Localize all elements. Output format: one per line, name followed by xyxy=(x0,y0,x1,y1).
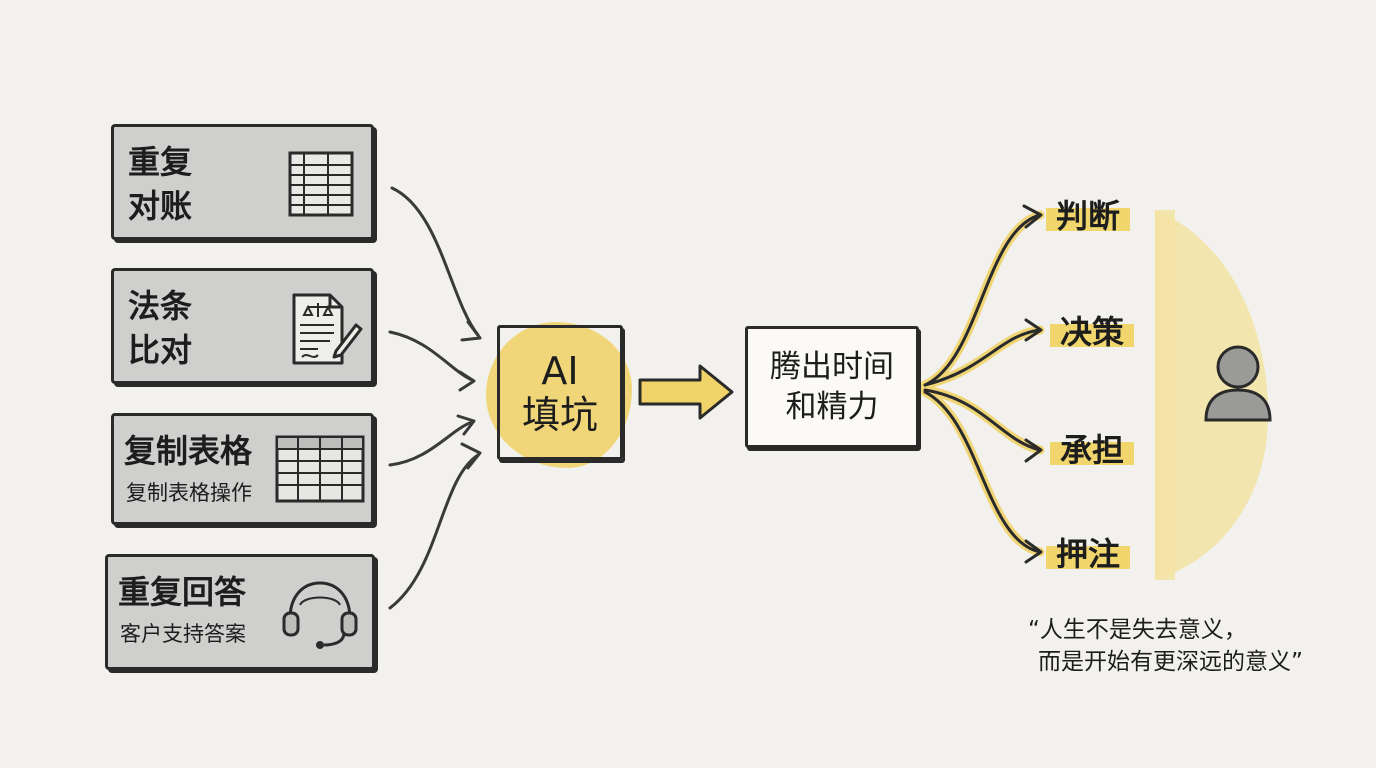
freed-time-label: 腾出时间 和精力 xyxy=(770,349,894,425)
spreadsheet-icon xyxy=(288,151,354,217)
person-glow-strip xyxy=(1155,210,1175,580)
person-icon xyxy=(1204,345,1272,422)
ai-to-freed-arrow xyxy=(638,364,734,420)
task-subtitle: 复制表格操作 xyxy=(126,481,252,505)
person-glow xyxy=(1155,210,1269,580)
quote-line1: “人生不是失去意义， xyxy=(1028,617,1247,643)
arrow-task1-to-ai xyxy=(390,186,480,337)
task-card-reconciliation: 重复 对账 xyxy=(111,124,374,240)
table-grid-icon xyxy=(275,435,365,503)
quote: “人生不是失去意义， 而是开始有更深远的意义” xyxy=(1028,614,1303,678)
headset-icon xyxy=(282,581,358,649)
task-title-line2: 比对 xyxy=(128,331,193,369)
task-title-line2: 对账 xyxy=(128,187,193,225)
ai-fill-label: AI 填坑 xyxy=(521,348,598,437)
ai-fill-box: AI 填坑 xyxy=(497,325,623,460)
task-title: 复制表格 xyxy=(124,432,253,470)
arrowhead-1 xyxy=(460,320,482,342)
ai-highlight xyxy=(486,322,632,468)
arrow-to-outcome-1 xyxy=(923,213,1042,387)
arrow-task4-to-ai xyxy=(388,453,480,610)
legal-document-icon xyxy=(292,293,363,365)
freed-time-box: 腾出时间 和精力 xyxy=(745,326,919,448)
arrowhead-3 xyxy=(456,414,476,436)
task-card-repeat-answers: 重复回答 客户支持答案 xyxy=(105,554,375,670)
task-title-line1: 重复 xyxy=(128,143,193,181)
task-card-copy-table: 复制表格 复制表格操作 xyxy=(111,413,374,525)
task-subtitle: 客户支持答案 xyxy=(120,622,246,646)
arrow-task3-to-ai xyxy=(388,420,474,467)
task-title: 重复回答 xyxy=(118,573,247,611)
arrowhead-4 xyxy=(460,442,482,470)
outcome-responsibility: 承担 xyxy=(1050,430,1135,470)
arrowhead-2 xyxy=(458,370,476,392)
arrow-to-outcome-2 xyxy=(923,328,1042,387)
arrow-to-outcome-4 xyxy=(923,390,1042,554)
outcome-judgment: 判断 xyxy=(1046,196,1131,236)
task-card-legal-compare: 法条 比对 xyxy=(111,268,374,384)
arrow-to-outcome-3 xyxy=(923,388,1042,452)
outcome-decision: 决策 xyxy=(1050,312,1135,352)
quote-line2: 而是开始有更深远的意义” xyxy=(1038,649,1303,675)
task-title-line1: 法条 xyxy=(128,287,193,325)
outcome-bet: 押注 xyxy=(1046,534,1131,574)
